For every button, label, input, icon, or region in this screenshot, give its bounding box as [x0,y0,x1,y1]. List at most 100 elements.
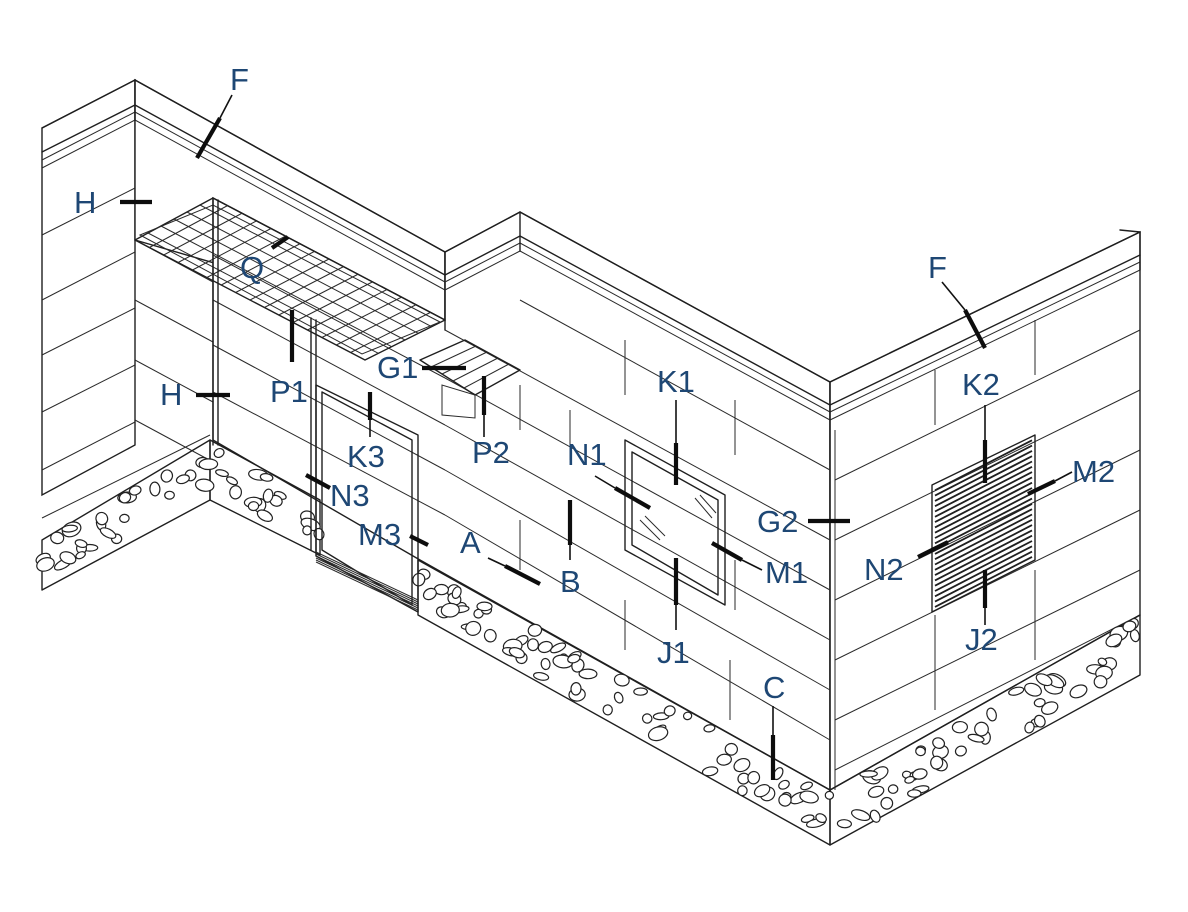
rubble-stone [1069,684,1088,699]
rubble-stone [1105,633,1123,648]
label-Q: Q [240,250,264,285]
grille-slat [934,481,1033,534]
vent-grille [931,434,1036,613]
rubble-stone [465,620,482,636]
label-G1: G1 [377,350,418,385]
rubble-stone [904,775,915,784]
rubble-stone [213,447,225,459]
rubble-stone [986,707,997,722]
door-threshold [315,551,419,611]
rubble-stone [508,647,525,659]
rubble-stone [915,746,926,757]
rubble-stone [974,721,989,737]
label-N1: N1 [567,437,607,472]
grille-slat [934,466,1033,518]
rubble-stone [867,785,885,798]
rubble-stone [703,724,716,733]
label-F-right: F [928,250,947,285]
label-J1: J1 [657,635,690,670]
threshold-line [315,551,419,601]
leader-N1 [613,486,652,510]
rubble-stone [850,809,871,822]
threshold-line [315,561,419,611]
rubble-stone [930,755,944,770]
rubble-stone [800,781,814,791]
grille-slat [934,497,1033,550]
rubble-stone [954,745,967,757]
window [624,439,726,606]
rubble-stone [259,473,274,482]
leader-M3 [409,534,429,547]
rubble-stone [550,642,567,654]
threshold-line [315,553,419,603]
grille-slat [934,471,1033,523]
rubble-stone [578,668,598,680]
rubble-stone [778,793,792,807]
pergola-rafter [160,225,392,348]
label-K2: K2 [962,367,1000,402]
label-P1: P1 [270,374,308,409]
rubble-stone [836,819,852,829]
rubble-stone [701,766,719,777]
grille-slat [934,508,1033,560]
grille-slat [934,513,1033,566]
canopy-slat [452,357,499,382]
rubble-stone [1033,698,1046,708]
rubble-stone [247,501,260,512]
label-K1: K1 [657,364,695,399]
rubble-stone [119,513,130,524]
rubble-stone [778,779,790,790]
canopy-slat [463,363,510,389]
threshold-line [315,557,419,607]
rubble-stone [870,766,889,781]
canopy-slat [441,351,488,375]
canopy-slat [430,345,477,368]
label-F-left: F [230,62,249,97]
rubble-stone [1122,620,1137,633]
rubble-stone [440,602,460,618]
rubble-stone [527,623,543,637]
wall-surfaces [41,78,1141,792]
label-G2: G2 [757,504,798,539]
pergola-rafter [199,204,432,328]
label-M3: M3 [358,517,401,552]
leader-lines [120,94,1073,780]
rubble-stone [118,491,132,504]
label-J2: J2 [965,622,998,657]
grille-slat [934,487,1033,539]
leader-Q [270,235,290,250]
canopy-slats [430,345,510,389]
door [315,384,419,613]
rubble-stone [483,628,497,643]
rubble-stone [1041,701,1059,715]
rubble-stone [880,796,894,810]
rubble-stone [567,653,581,664]
grille-slat [934,534,1033,587]
threshold-line [315,555,419,605]
rubble-stone [799,790,819,804]
main-wall-face [212,196,831,792]
pergola-rafter [147,232,379,354]
right-wall-face [829,230,1141,792]
rubble-stone [682,711,693,721]
rubble-stone [215,469,229,478]
pergola-rafter [186,211,419,334]
callout-labels: F F H H Q P1 G1 P2 K3 N3 M3 A B K1 N1 M1… [74,62,1115,705]
rubble-stone [225,476,239,486]
rubble-stone [737,785,748,797]
label-A: A [460,525,481,560]
rubble-stone [641,713,653,724]
rubble-stone [476,601,493,612]
grille-slat [934,540,1033,592]
rubble-stone [175,474,190,485]
rubble-stone [1035,673,1053,687]
grille-slat [934,460,1033,513]
label-H-lower: H [160,377,182,412]
rubble-stone [451,586,462,599]
rubble-stone [733,757,751,773]
grille-slat [934,503,1033,555]
label-M2: M2 [1072,454,1115,489]
rubble-stone [911,768,928,780]
label-H-upper: H [74,185,96,220]
